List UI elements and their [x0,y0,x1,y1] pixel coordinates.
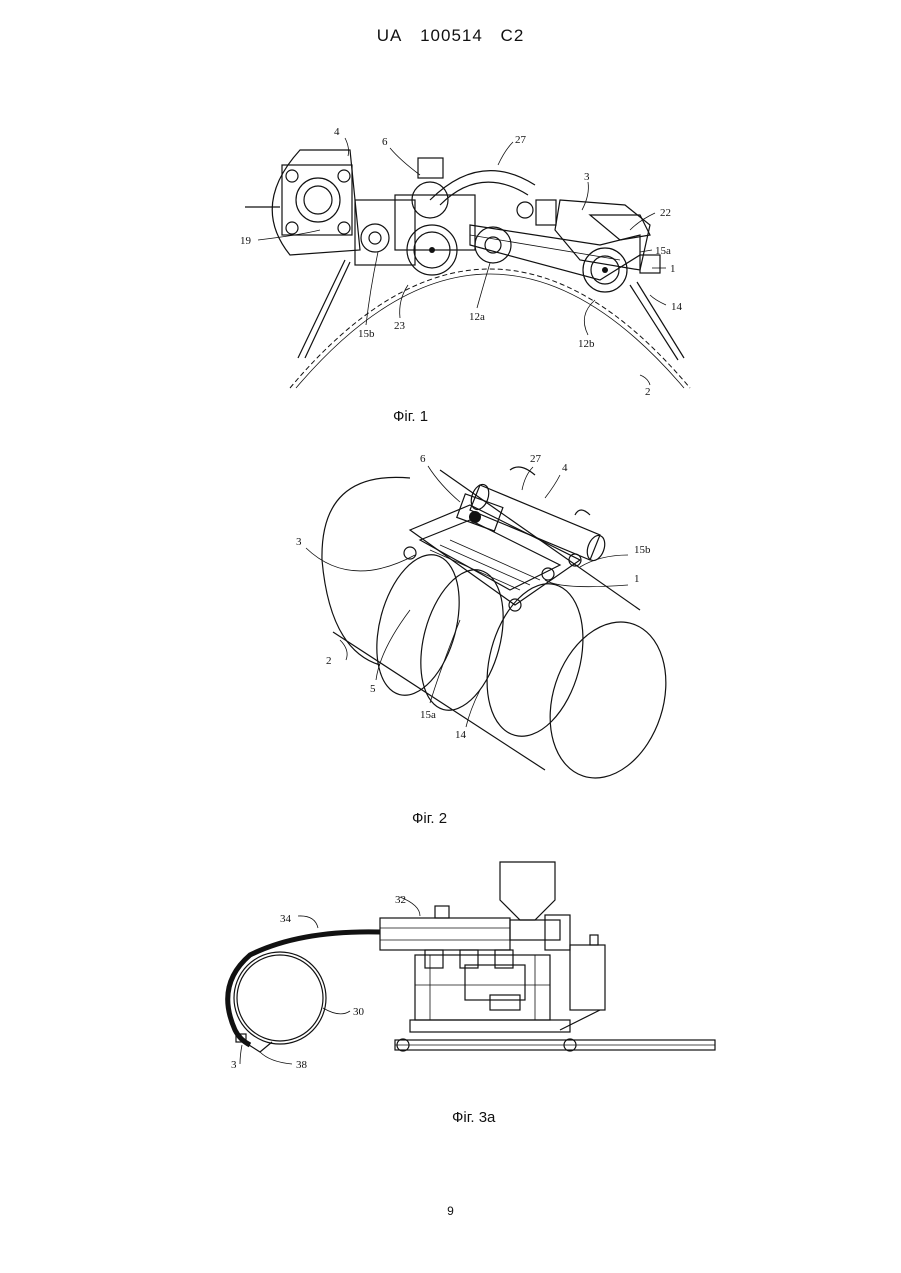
fig2-label-15b: 15b [634,544,651,556]
figure-3a-caption: Фіг. 3а [452,1109,495,1126]
fig3a-label-34: 34 [280,913,292,925]
fig1-label-3: 3 [584,171,590,183]
fig1-label-22: 22 [660,207,671,219]
fig1-label-1: 1 [670,263,676,275]
fig3a-label-38: 38 [296,1059,308,1071]
fig2-label-5: 5 [370,683,376,695]
figure-2-caption: Фіг. 2 [412,810,447,827]
figure-3a-drawing: 32 34 30 3 38 [0,850,901,1080]
fig3a-label-3: 3 [231,1059,237,1071]
fig1-label-4: 4 [334,126,340,138]
fig2-label-14: 14 [455,729,467,741]
fig2-label-6: 6 [420,453,426,465]
fig2-label-27: 27 [530,453,542,465]
header-number: 100514 [420,26,483,45]
fig2-label-15a: 15a [420,709,436,721]
fig1-label-23: 23 [394,320,406,332]
fig3a-label-32: 32 [395,894,406,906]
fig1-label-19: 19 [240,235,252,247]
fig2-label-4: 4 [562,462,568,474]
figure-1-caption: Фіг. 1 [393,408,428,425]
fig1-label-14: 14 [671,301,683,313]
header-kind: C2 [501,26,525,45]
fig3a-label-30: 30 [353,1006,365,1018]
fig1-label-15a: 15a [655,245,671,257]
fig1-label-27: 27 [515,134,527,146]
patent-header: UA 100514 C2 [0,26,901,46]
fig2-label-1: 1 [634,573,640,585]
fig1-label-15b: 15b [358,328,375,340]
fig1-label-6: 6 [382,136,388,148]
figure-2-drawing: 6 27 4 3 15b 1 2 5 15a 14 [0,445,901,790]
fig1-label-2: 2 [645,386,651,398]
fig1-label-12b: 12b [578,338,595,350]
page-number: 9 [0,1204,901,1218]
figure-1-drawing: 4 6 27 3 22 15a 1 14 19 15b 23 12a 12b 2 [0,110,901,410]
fig1-label-12a: 12a [469,311,485,323]
fig2-label-3: 3 [296,536,302,548]
fig2-label-2: 2 [326,655,332,667]
header-country: UA [377,26,403,45]
